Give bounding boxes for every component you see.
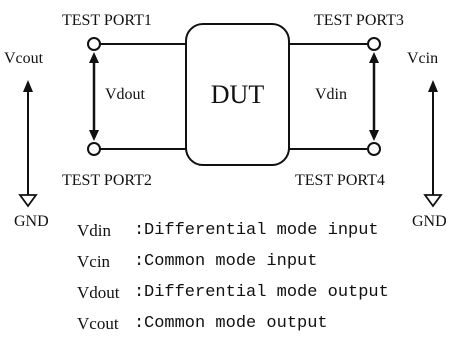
dut-label: DUT <box>210 79 265 109</box>
legend-row: Vdout:Differential mode output <box>77 283 389 314</box>
legend-term: Vdout <box>77 283 120 302</box>
port2-label: TEST PORT2 <box>62 172 152 189</box>
gnd-left-label: GND <box>14 213 49 230</box>
legend-term: Vcout <box>77 314 119 333</box>
gnd-symbol-left <box>18 194 38 208</box>
port1-label: TEST PORT1 <box>62 12 152 29</box>
dut-block: DUT <box>185 23 290 166</box>
legend-row: Vcin:Common mode input <box>77 252 389 283</box>
port4-terminal <box>367 142 381 156</box>
legend-description: Common mode input <box>144 252 318 271</box>
vcin-label: Vcin <box>407 50 439 67</box>
vdin-label: Vdin <box>315 86 347 103</box>
legend-description: Common mode output <box>144 314 328 333</box>
vcin-arrow <box>428 80 438 195</box>
port4-label: TEST PORT4 <box>295 172 385 189</box>
port1-terminal <box>87 37 101 51</box>
legend-row: Vcout:Common mode output <box>77 314 389 345</box>
legend-separator: : <box>134 283 145 302</box>
vcout-arrow <box>23 80 33 195</box>
legend-description: Differential mode output <box>144 283 389 302</box>
legend-row: Vdin:Differential mode input <box>77 221 389 252</box>
legend: Vdin:Differential mode input Vcin:Common… <box>77 221 389 345</box>
legend-term: Vcin <box>77 252 111 271</box>
vdout-arrow <box>89 52 99 141</box>
legend-separator: : <box>134 252 145 271</box>
legend-description: Differential mode input <box>144 221 379 240</box>
vcout-label: Vcout <box>4 50 44 67</box>
gnd-right-label: GND <box>412 213 447 230</box>
legend-separator: : <box>134 221 145 240</box>
port2-terminal <box>87 142 101 156</box>
port3-terminal <box>367 37 381 51</box>
gnd-symbol-right <box>423 194 443 208</box>
vdout-label: Vdout <box>105 86 145 103</box>
vdin-arrow <box>369 52 379 141</box>
legend-separator: : <box>134 314 145 333</box>
port3-label: TEST PORT3 <box>314 12 404 29</box>
legend-term: Vdin <box>77 221 111 240</box>
